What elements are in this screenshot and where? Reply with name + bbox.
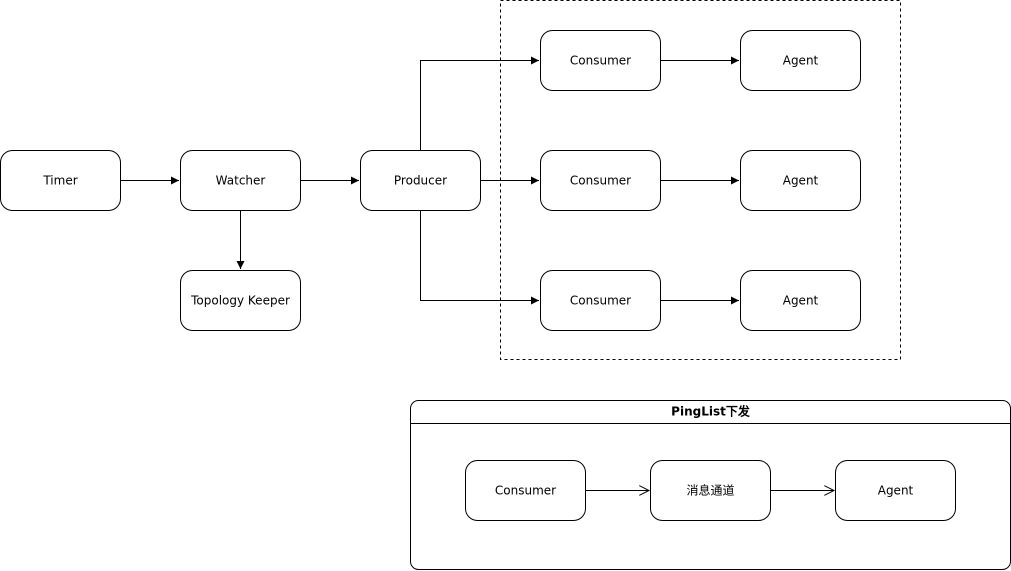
node-agent-3: Agent: [740, 270, 861, 331]
node-watcher-label: Watcher: [216, 174, 266, 188]
node-topology-keeper: Topology Keeper: [180, 270, 301, 331]
group-node-agent-label: Agent: [878, 484, 914, 498]
node-agent-1-label: Agent: [783, 54, 819, 68]
node-consumer-3-label: Consumer: [570, 294, 631, 308]
node-timer: Timer: [0, 150, 121, 211]
connectors: [121, 56, 739, 305]
node-agent-1: Agent: [740, 30, 861, 91]
node-agent-2-label: Agent: [783, 174, 819, 188]
group-node-consumer: Consumer: [465, 460, 586, 521]
group-node-consumer-label: Consumer: [495, 484, 556, 498]
node-consumer-1-label: Consumer: [570, 54, 631, 68]
pinglist-group: PingList下发 Consumer 消息通道 Agent: [410, 400, 1011, 570]
arrow-producer-consumer-3: [420, 211, 539, 305]
node-consumer-1: Consumer: [540, 30, 661, 91]
node-watcher: Watcher: [180, 150, 301, 211]
node-timer-label: Timer: [42, 174, 77, 188]
arrow-producer-consumer-1: [420, 56, 539, 150]
node-producer: Producer: [360, 150, 481, 211]
node-agent-3-label: Agent: [783, 294, 819, 308]
node-consumer-2-label: Consumer: [570, 174, 631, 188]
node-consumer-3: Consumer: [540, 270, 661, 331]
group-node-agent: Agent: [835, 460, 956, 521]
pinglist-group-title: PingList下发: [671, 404, 751, 419]
group-node-message-channel: 消息通道: [650, 460, 771, 521]
group-node-message-channel-label: 消息通道: [686, 483, 734, 498]
node-agent-2: Agent: [740, 150, 861, 211]
node-consumer-2: Consumer: [540, 150, 661, 211]
node-topology-keeper-label: Topology Keeper: [190, 294, 290, 308]
node-producer-label: Producer: [394, 174, 447, 188]
